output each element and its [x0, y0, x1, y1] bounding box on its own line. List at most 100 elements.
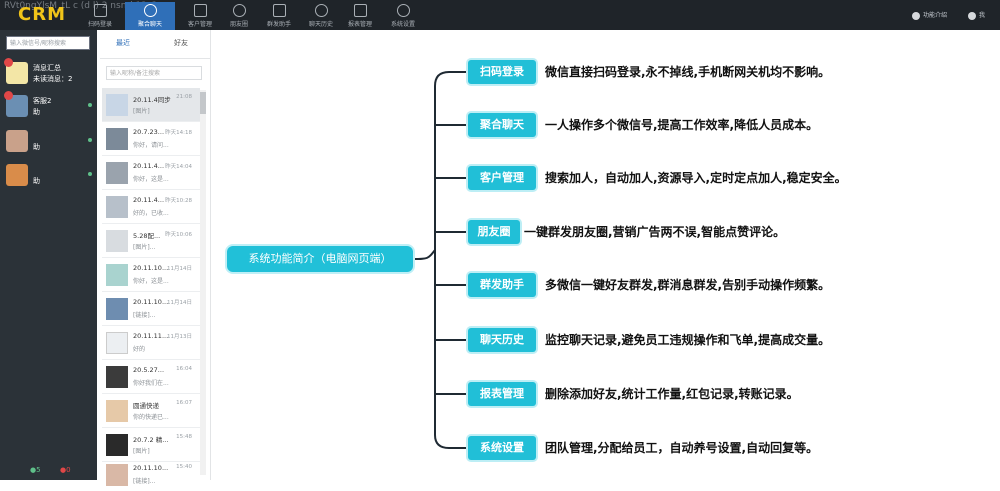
chat-title: 20.11.11... — [133, 332, 169, 340]
chat-list-scrollbar[interactable] — [200, 90, 206, 475]
tab-friends[interactable]: 好友 — [174, 39, 188, 47]
account-item[interactable]: 助 — [6, 162, 94, 190]
chat-title: 20.11.10... — [133, 464, 169, 472]
function-intro-link[interactable]: 功能介绍 — [912, 10, 947, 20]
account-sub: 助 — [33, 143, 40, 151]
chat-list-item[interactable]: 20.11.10... 11月14日 [链接]... — [102, 292, 200, 326]
branch-scan-login: 扫码登录 — [468, 60, 536, 84]
nav-scan-login[interactable]: 扫码登录 — [75, 2, 125, 30]
nav-reports[interactable]: 报表管理 — [335, 2, 385, 30]
branch-aggregate-chat: 聚合聊天 — [468, 113, 536, 137]
chat-title: 20.11.10... — [133, 264, 169, 272]
avatar — [6, 95, 28, 117]
nav-label: 聚合聊天 — [137, 21, 162, 28]
chat-list-item[interactable]: 圆通快递 16:07 你的快递已... — [102, 394, 200, 428]
chat-title: 20.7.23... — [133, 128, 165, 136]
chat-time: 16:07 — [176, 400, 192, 406]
online-count-value: 5 — [36, 466, 41, 474]
chat-list-item[interactable]: 20.11.10... 11月14日 你好，这是... — [102, 258, 200, 292]
nav-label: 报表管理 — [347, 21, 372, 28]
account-item[interactable]: 助 — [6, 128, 94, 156]
chat-list-item[interactable]: 20.7.2 精... 15:48 [图片] — [102, 428, 200, 462]
account-sidebar: 输入微信号/昵称搜索 消息汇总 未读消息：2 客服2 助 助 助 ●5 ●0 — [0, 30, 97, 480]
nav-chat-history[interactable]: 聊天历史 — [296, 2, 346, 30]
account-sub: 助 — [33, 108, 40, 116]
user-label: 我 — [979, 12, 986, 19]
mindmap-connectors — [412, 71, 466, 449]
chat-title: 圆通快递 — [133, 402, 159, 410]
chat-snippet: 你好我们在... — [133, 380, 169, 387]
branch-desc: 一键群发朋友圈,营销广告两不误,智能点赞评论。 — [524, 225, 786, 239]
nav-label: 聊天历史 — [308, 21, 333, 28]
chat-snippet: 好的，已收... — [133, 210, 169, 217]
chat-time: 11月14日 — [167, 266, 192, 272]
branch-reports: 报表管理 — [468, 382, 536, 406]
branch-desc: 微信直接扫码登录,永不掉线,手机断网关机均不影响。 — [545, 65, 831, 79]
moments-icon — [232, 4, 246, 17]
nav-moments[interactable]: 朋友圈 — [214, 2, 264, 30]
avatar — [106, 196, 128, 218]
avatar — [6, 130, 28, 152]
account-item[interactable]: 客服2 助 — [4, 91, 94, 121]
branch-desc: 团队管理,分配给员工，自动养号设置,自动回复等。 — [545, 441, 819, 455]
unread-badge — [4, 58, 13, 67]
chat-list-item[interactable]: 5.28配... 昨天10:06 [图片]... — [102, 224, 200, 258]
account-name: 客服2 — [33, 97, 52, 105]
branch-customer-manage: 客户管理 — [468, 166, 536, 190]
nav-customer-manage[interactable]: 客户管理 — [175, 2, 225, 30]
chat-snippet: [图片] — [133, 108, 150, 115]
info-icon — [912, 11, 920, 20]
settings-icon — [396, 4, 410, 17]
avatar — [6, 164, 28, 186]
chat-list-item[interactable]: 20.11.4同步 21:08 [图片] — [102, 88, 200, 122]
account-sub: 助 — [33, 177, 40, 185]
chat-list-item[interactable]: 20.7.23... 昨天14:18 你好，请问... — [102, 122, 200, 156]
avatar — [106, 162, 128, 184]
chat-time: 21:08 — [176, 94, 192, 100]
chat-list-item[interactable]: 20.11.4... 昨天14:04 你好，这是... — [102, 156, 200, 190]
avatar — [106, 400, 128, 422]
branch-desc: 多微信一键好友群发,群消息群发,告别手动操作频繁。 — [545, 278, 831, 292]
user-icon — [968, 11, 976, 20]
nav-label: 朋友圈 — [229, 21, 248, 28]
branch-settings: 系统设置 — [468, 436, 536, 460]
chat-time: 16:04 — [176, 366, 192, 372]
avatar — [106, 264, 128, 286]
avatar — [106, 298, 128, 320]
account-sub: 未读消息：2 — [33, 75, 73, 83]
chat-title: 5.28配... — [133, 232, 161, 240]
account-search-input[interactable]: 输入微信号/昵称搜索 — [6, 36, 90, 50]
chat-title: 20.11.10... — [133, 298, 169, 306]
chat-search-input[interactable]: 输入昵称/备注搜索 — [106, 66, 202, 80]
chat-list-item[interactable]: 20.11.4... 昨天10:28 好的，已收... — [102, 190, 200, 224]
nav-settings[interactable]: 系统设置 — [378, 2, 428, 30]
chat-time: 15:40 — [176, 464, 192, 470]
online-dot — [88, 138, 92, 142]
top-bar: RVt0ngYlsM_tL c (d l) 2 nsnrl 12s2 CRM 扫… — [0, 0, 1000, 30]
chat-list-item[interactable]: 20.11.11... 11月13日 好的 — [102, 326, 200, 360]
chat-title: 20.11.4... — [133, 162, 165, 170]
chat-snippet: 好的 — [133, 346, 146, 353]
chat-time: 11月14日 — [167, 300, 192, 306]
chat-title: 20.7.2 精... — [133, 436, 169, 444]
scrollbar-thumb[interactable] — [200, 92, 206, 114]
account-name: 消息汇总 — [33, 64, 61, 72]
user-menu[interactable]: 我 — [968, 10, 985, 20]
broadcast-icon — [272, 4, 286, 17]
avatar — [6, 62, 28, 84]
chat-title: 20.11.4... — [133, 196, 165, 204]
offline-count-value: 0 — [66, 466, 71, 474]
watermark: RVt0ngYlsM_tL c (d l) 2 nsnrl 12s2 — [4, 1, 158, 11]
avatar — [106, 128, 128, 150]
nav-aggregate-chat[interactable]: 聚合聊天 — [125, 2, 175, 30]
account-item-summary[interactable]: 消息汇总 未读消息：2 — [4, 58, 94, 88]
tab-recent[interactable]: 最近 — [116, 39, 130, 47]
nav-broadcast[interactable]: 群发助手 — [254, 2, 304, 30]
avatar — [106, 94, 128, 116]
chat-time: 昨天14:04 — [165, 164, 192, 170]
chat-time: 昨天14:18 — [165, 130, 192, 136]
unread-badge — [4, 91, 13, 100]
chat-time: 昨天10:28 — [165, 198, 192, 204]
chat-list-item[interactable]: 20.5.27... 16:04 你好我们在... — [102, 360, 200, 394]
function-intro-label: 功能介绍 — [923, 12, 948, 19]
